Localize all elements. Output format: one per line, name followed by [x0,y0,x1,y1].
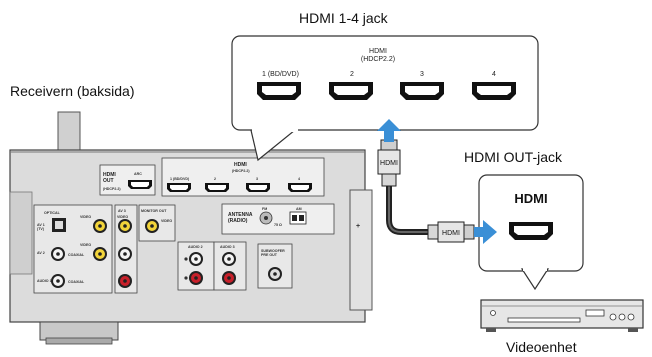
panel-hdmi-port-1 [167,183,191,192]
panel-audio2-label: AUDIO 2 [188,245,203,249]
svg-text:+: + [356,223,360,230]
callout-hdmi-port-3 [400,82,444,100]
arrow-up-icon [377,119,401,142]
callout-port-label-2: 2 [350,71,354,78]
hdmi-out-label: HDMI OUT-jack [464,149,563,165]
panel-video-label-3: VIDEO [117,215,128,219]
callout-hdmi-out-port [509,222,553,240]
panel-ohm-label: 75 Ω [274,223,282,227]
panel-audio1-label: AUDIO 1 [37,279,52,283]
hdmi-cable: HDMI HDMI [377,139,475,243]
arrow-right-icon [474,220,497,244]
panel-hdmi-port-2 [205,183,229,192]
panel-arc-label: ARC [134,172,142,176]
callout-hdmi-sub: (HDCP2.2) [361,56,395,63]
panel-video-label-4: VIDEO [161,219,172,223]
panel-hdmi-title: HDMI [234,162,247,168]
panel-port-label-2: 2 [214,177,216,181]
video-device [480,299,644,332]
panel-video-label-1: VIDEO [80,215,91,219]
panel-port-label-3: 3 [256,177,258,181]
panel-hdmi-port-3 [246,183,270,192]
callout-hdmi-port-4 [472,82,516,100]
panel-port-label-4: 4 [298,177,300,181]
panel-av2-label: AV 2 [37,251,45,255]
panel-hdmi-out-sub: (HDCP2.2) [103,187,121,191]
panel-video-label-2: VIDEO [80,243,91,247]
panel-optical-label: OPTICAL [44,211,61,215]
panel-antenna-label: ANTENNA(RADIO) [228,212,253,224]
cable-plug-side-label: HDMI [442,230,460,237]
panel-audio3-label: AUDIO 3 [220,245,235,249]
hdmi-jack-callout: HDMI (HDCP2.2) 1 (BD/DVD) 2 3 4 [231,35,539,162]
callout-port-label-4: 4 [492,71,496,78]
panel-am-label: AM [296,207,302,211]
panel-port-label-1: 1 (BD/DVD) [170,177,190,181]
hdmi-jack-label: HDMI 1-4 jack [299,10,389,26]
panel-coaxial-label-1: COAXIAL [68,253,85,257]
callout-port-label-3: 3 [420,71,424,78]
panel-hdmi-out-port [128,180,152,189]
panel-av1-label: AV 1(TV) [37,223,45,231]
callout-port-label-1: 1 (BD/DVD) [262,71,299,78]
video-device-label: Videoenhet [506,339,577,355]
hdmi-out-callout: HDMI [478,174,584,291]
panel-av3-label: AV 3 [118,209,126,213]
callout-hdmi-port-1 [257,82,301,100]
callout-hdmi-title: HDMI [369,48,387,55]
callout-hdmi-port-2 [329,82,373,100]
panel-monitor-out-label: MONITOR OUT [141,209,167,213]
panel-hdmi-port-4 [288,183,312,192]
panel-coaxial-label-2: COAXIAL [68,280,85,284]
callout-hdmi-out-title: HDMI [514,191,547,206]
wireless-antenna [57,111,81,153]
cable-plug-top-label: HDMI [380,160,398,167]
panel-hdmi-sub: (HDCP2.2) [232,169,250,173]
panel-fm-label: FM [262,207,267,211]
receiver-label: Receivern (baksida) [10,83,135,99]
